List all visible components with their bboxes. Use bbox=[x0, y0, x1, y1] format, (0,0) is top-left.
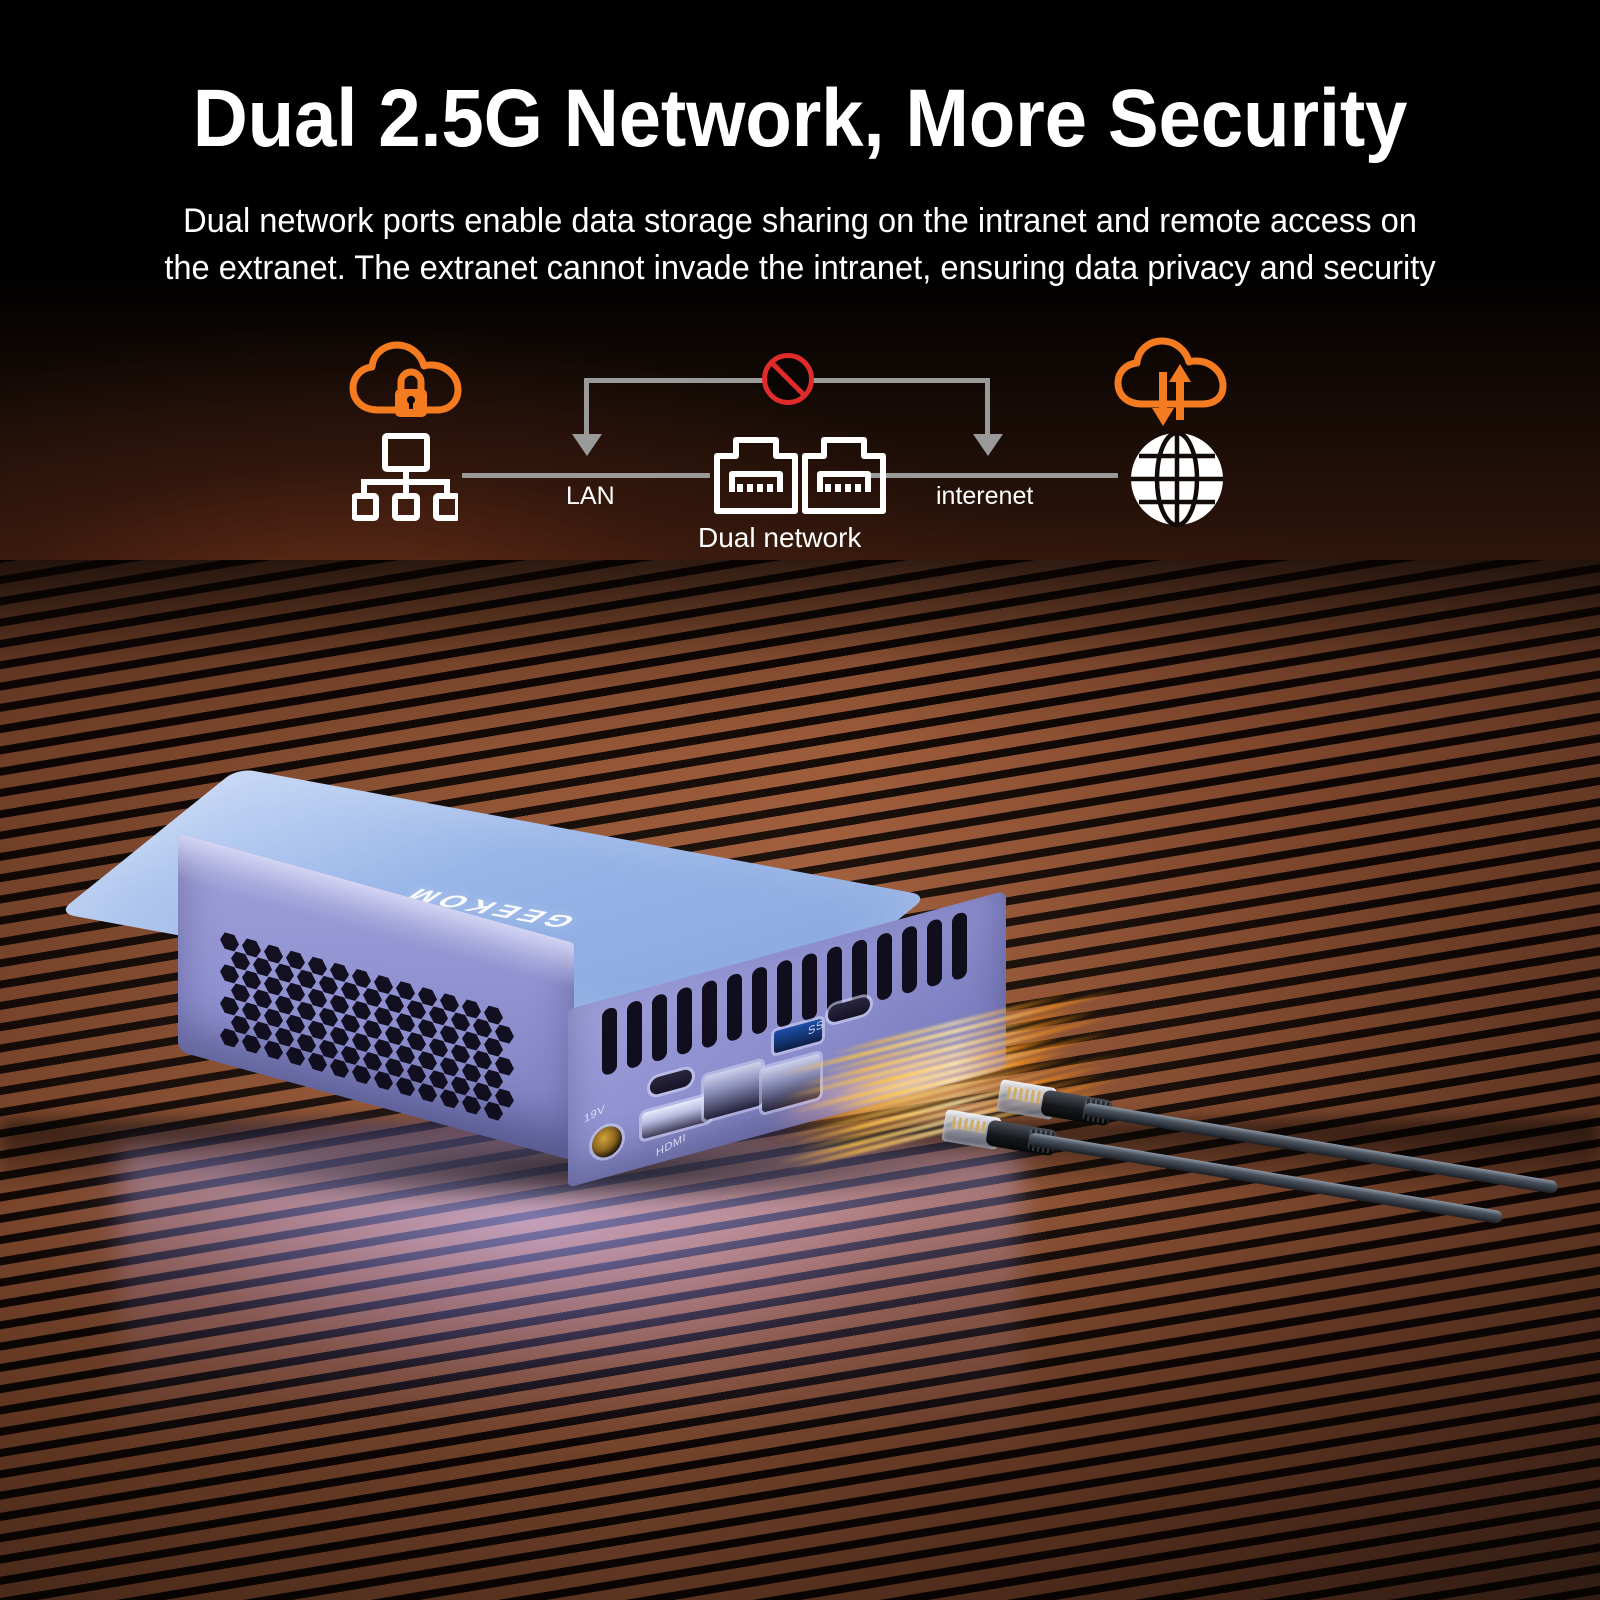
page-subtitle: Dual network ports enable data storage s… bbox=[55, 198, 1545, 292]
dual-rj45-ports-icon bbox=[712, 432, 888, 516]
globe-icon bbox=[1128, 430, 1226, 528]
hdmi-port[interactable] bbox=[642, 1095, 710, 1139]
lan-label: LAN bbox=[566, 482, 615, 511]
subtitle-line-2: the extranet. The extranet cannot invade… bbox=[85, 245, 1515, 292]
ethernet-port-1[interactable] bbox=[704, 1061, 762, 1121]
cloud-sync-icon bbox=[1112, 332, 1230, 428]
page-title: Dual 2.5G Network, More Security bbox=[56, 78, 1544, 160]
wire-rail-right bbox=[812, 378, 990, 383]
dc-power-label: 19V bbox=[584, 1103, 605, 1126]
usbc-port-1[interactable] bbox=[650, 1068, 692, 1096]
dc-power-jack[interactable] bbox=[592, 1123, 622, 1161]
network-topology-diagram: LAN interenet Dual network bbox=[0, 320, 1600, 570]
prohibition-icon bbox=[762, 353, 814, 405]
arrow-down-internet-icon bbox=[973, 434, 1003, 456]
wire-lan bbox=[462, 473, 710, 478]
wire-riser-right bbox=[985, 378, 990, 436]
wire-internet bbox=[868, 473, 1118, 478]
wire-rail-left bbox=[584, 378, 764, 383]
honeycomb-vent bbox=[220, 931, 502, 1121]
cloud-lock-icon bbox=[348, 334, 466, 426]
hdmi-label: HDMI bbox=[656, 1131, 686, 1159]
internet-label: interenet bbox=[936, 482, 1033, 511]
subtitle-line-1: Dual network ports enable data storage s… bbox=[85, 198, 1515, 245]
dual-network-label: Dual network bbox=[698, 522, 861, 554]
arrow-down-lan-icon bbox=[572, 434, 602, 456]
network-hierarchy-icon bbox=[352, 432, 458, 524]
wire-riser-left bbox=[584, 378, 589, 436]
